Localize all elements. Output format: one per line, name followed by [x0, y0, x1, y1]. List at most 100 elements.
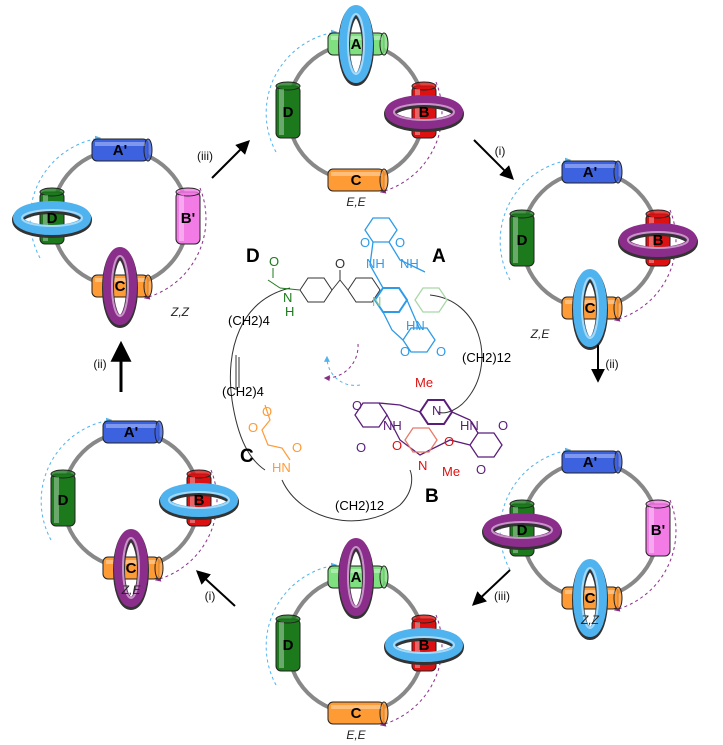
station-A-prime: A' [91, 138, 153, 162]
configuration-label: E,E [346, 195, 366, 209]
blue-macrocycle-highlight [21, 209, 83, 227]
atom-O-A: O [360, 235, 370, 250]
cylinder-end [613, 160, 623, 184]
purple-macrocycle-highlight [347, 546, 365, 608]
chain-label-bottom: (CH2)12 [335, 498, 384, 513]
station-label: B [194, 492, 205, 509]
atom-O-A: O [395, 235, 405, 250]
cylinder-end [379, 168, 389, 192]
blue-macrocycle [385, 628, 463, 662]
station-label: C [115, 278, 126, 295]
purple-rotation-arrow [143, 187, 207, 300]
station-label: D [58, 492, 69, 509]
purple-macrocycle [114, 529, 148, 607]
step-label: (i) [495, 144, 506, 158]
central-molecule: O O N H O O NH NH HN O O N [222, 217, 511, 522]
station-B-prime: B' [175, 187, 201, 245]
pyridine-ring [414, 287, 448, 313]
cylinder-end [411, 614, 437, 624]
atom-O-C: O [292, 440, 302, 455]
station-label: B [419, 104, 430, 121]
cylinder-end [154, 556, 164, 580]
blue-rotation-arrow [265, 562, 338, 686]
station-label: C [351, 705, 362, 722]
configuration-label: Z,E [530, 327, 551, 341]
state-right-lower: A'B'CDZ,Z [482, 447, 677, 640]
benzene-ring [347, 277, 381, 303]
station-A-prime: A' [102, 420, 164, 444]
macrocycle-B [354, 399, 503, 458]
state-left-upper: A'B'DCZ,Z [12, 135, 207, 328]
station-label: A [351, 36, 362, 53]
blue-macrocycle [339, 5, 373, 83]
atom-N-B2: N [418, 458, 427, 473]
amide-HN-C: HN [272, 460, 291, 475]
label-C: C [240, 446, 254, 467]
step-arrow [195, 570, 236, 607]
label-A: A [432, 246, 446, 267]
purple-macrocycle [385, 95, 463, 129]
methyl-2: Me [442, 464, 460, 479]
cylinder-shine [565, 300, 615, 304]
cylinder-shine [415, 89, 420, 135]
cylinder-shine [331, 569, 381, 573]
purple-macrocycle [339, 538, 373, 616]
cylinder-end [411, 81, 437, 91]
chain-label-upper: (CH2)4 [228, 313, 270, 328]
purple-macrocycle-highlight [491, 521, 553, 539]
station-D: D [275, 81, 301, 139]
cylinder-shine [649, 507, 654, 553]
cylinder-end [509, 209, 535, 219]
label-B: B [425, 486, 439, 507]
bond [331, 279, 341, 291]
cylinder-shine [565, 590, 615, 594]
rotation-arrow-purple [323, 343, 359, 382]
blue-rotation-arrow [29, 135, 102, 259]
step-label: (iii) [494, 589, 510, 603]
purple-macrocycle-highlight [393, 103, 455, 121]
cylinder-shine [95, 278, 145, 282]
cylinder-end [275, 614, 301, 624]
cylinder-end [379, 565, 389, 589]
blue-rotation-arrow [499, 447, 572, 571]
station-label: A' [583, 164, 597, 181]
configuration-label: E,E [346, 728, 366, 742]
atom-N-A: N [372, 294, 381, 309]
blue-macrocycle-highlight [347, 13, 365, 75]
step-arrow [473, 139, 514, 180]
configuration-label: Z,Z [580, 613, 600, 627]
cylinder-shine [415, 622, 420, 668]
atom-O-B: O [444, 434, 454, 449]
track-ring [520, 460, 660, 600]
station-A-prime: A' [561, 450, 623, 474]
cylinder-shine [190, 477, 195, 523]
cylinder-shine [565, 454, 615, 458]
station-label: D [517, 232, 528, 249]
amide-H-D: H [285, 304, 294, 319]
station-label: C [351, 172, 362, 189]
cylinder-end [154, 420, 164, 444]
station-label: C [585, 590, 596, 607]
cylinder-shine [331, 36, 381, 40]
blue-macrocycle [573, 559, 607, 637]
blue-rotation-arrow [499, 157, 572, 281]
cylinder-shine [54, 477, 59, 523]
configuration-label: Z,E [121, 583, 142, 597]
blue-macrocycle [573, 269, 607, 347]
pyridone-ring [404, 427, 438, 453]
bond [267, 279, 281, 289]
amide-N-D: N [283, 290, 292, 305]
bond [339, 279, 349, 291]
cylinder-end [39, 187, 65, 197]
station-D: D [275, 614, 301, 672]
purple-macrocycle-highlight [111, 255, 129, 317]
atom-O-B: O [476, 462, 486, 477]
cylinder-end [143, 138, 153, 162]
track-ring [286, 42, 426, 182]
configuration-label: Z,Z [170, 305, 190, 319]
cylinder-end [50, 469, 76, 479]
chain-bottom [281, 469, 413, 522]
